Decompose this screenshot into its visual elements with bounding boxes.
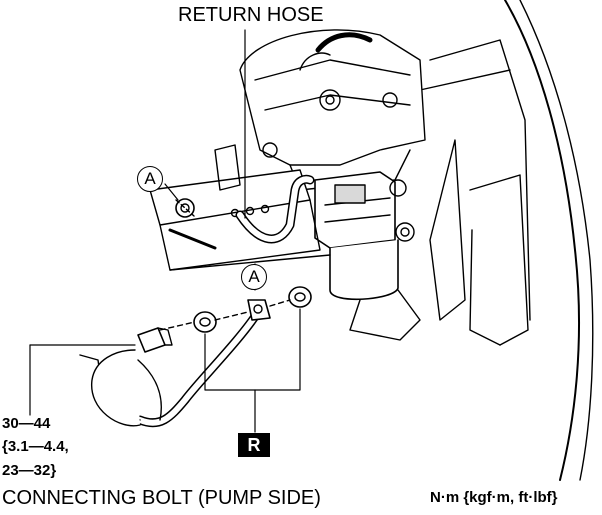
r-replace-badge: R <box>238 433 270 457</box>
connecting-bolt-label: CONNECTING BOLT (PUMP SIDE) <box>2 487 321 509</box>
torque-value-nm: 30—44 <box>2 415 51 432</box>
hose-clip-a-top <box>175 198 195 218</box>
callout-a-top: A <box>137 166 163 192</box>
pressure-pipe <box>79 307 263 428</box>
callout-a-bottom: A <box>241 264 267 290</box>
torque-value-ftlbf: 23—32} <box>2 462 57 479</box>
fender-panel <box>419 0 594 481</box>
return-hose <box>235 32 373 244</box>
torque-units-label: N·m {kgf·m, ft·lbf} <box>430 489 558 506</box>
return-hose-label: RETURN HOSE <box>178 4 324 26</box>
pump-body <box>314 171 421 341</box>
upper-bracket <box>239 29 426 191</box>
leader-lines <box>29 29 301 433</box>
connecting-bolt <box>137 327 173 353</box>
washers <box>159 286 312 333</box>
torque-value-kgfm: {3.1—4.4, <box>2 438 69 455</box>
